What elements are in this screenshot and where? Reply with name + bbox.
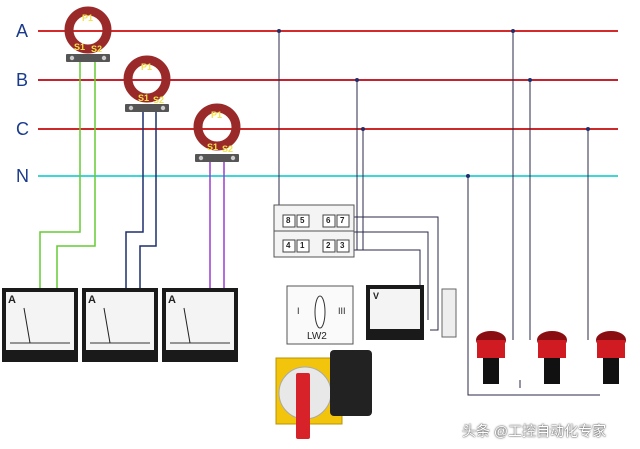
junction-dots bbox=[277, 29, 590, 178]
terminal-2: 2 bbox=[326, 241, 331, 250]
phase-label-a: A bbox=[16, 21, 29, 41]
watermark: 头条 @工控自动化专家 bbox=[462, 423, 607, 439]
terminal-7: 7 bbox=[340, 216, 345, 225]
ct-a-s2-label: S2 bbox=[91, 44, 103, 54]
ct-c-secondary-wires bbox=[209, 160, 225, 290]
ct-a-primary-label: P1 bbox=[82, 13, 94, 23]
ct-b-s1-label: S1 bbox=[138, 93, 150, 103]
switch-pos-right: III bbox=[338, 306, 346, 316]
terminal-5: 5 bbox=[300, 216, 305, 225]
ammeter-3 bbox=[162, 288, 238, 362]
red-indicator-lamp-icon bbox=[596, 331, 626, 384]
switch-pos-left: I bbox=[297, 306, 300, 316]
phase-label-n: N bbox=[16, 166, 29, 186]
phase-label-c: C bbox=[16, 119, 29, 139]
current-transformer-b bbox=[123, 55, 171, 112]
terminal-8: 8 bbox=[286, 216, 291, 225]
current-transformer-c bbox=[193, 103, 241, 162]
ct-b-s2-label: S2 bbox=[153, 95, 165, 105]
ct-a-s1-label: S1 bbox=[74, 42, 86, 52]
ammeter-2 bbox=[82, 288, 158, 362]
terminal-1: 1 bbox=[300, 241, 305, 250]
tap-wires bbox=[278, 31, 600, 396]
current-transformer-a bbox=[64, 6, 112, 62]
voltmeter-unit: V bbox=[373, 291, 380, 301]
red-indicator-lamp-icon bbox=[476, 331, 506, 384]
selector-switch-plate bbox=[286, 285, 354, 345]
red-indicator-lamp-icon bbox=[537, 331, 567, 384]
ammeter-1 bbox=[2, 288, 78, 362]
ct-c-s2-label: S2 bbox=[222, 144, 234, 154]
terminal-3: 3 bbox=[340, 241, 345, 250]
ammeter-3-unit: A bbox=[168, 294, 176, 306]
ct-c-primary-label: P1 bbox=[211, 110, 223, 120]
ammeter-2-unit: A bbox=[88, 294, 96, 306]
voltmeter bbox=[366, 285, 457, 340]
terminal-4: 4 bbox=[286, 241, 291, 250]
phase-label-b: B bbox=[16, 70, 29, 90]
ct-a-secondary-wires bbox=[39, 60, 96, 290]
ammeter-1-unit: A bbox=[8, 294, 16, 306]
ct-b-primary-label: P1 bbox=[141, 62, 153, 72]
switch-terminal-block bbox=[273, 204, 355, 258]
ct-b-secondary-wires bbox=[125, 112, 157, 290]
rotary-switch bbox=[275, 350, 372, 439]
terminal-6: 6 bbox=[326, 216, 331, 225]
switch-model-label: LW2 bbox=[307, 331, 327, 342]
ct-c-s1-label: S1 bbox=[207, 142, 219, 152]
